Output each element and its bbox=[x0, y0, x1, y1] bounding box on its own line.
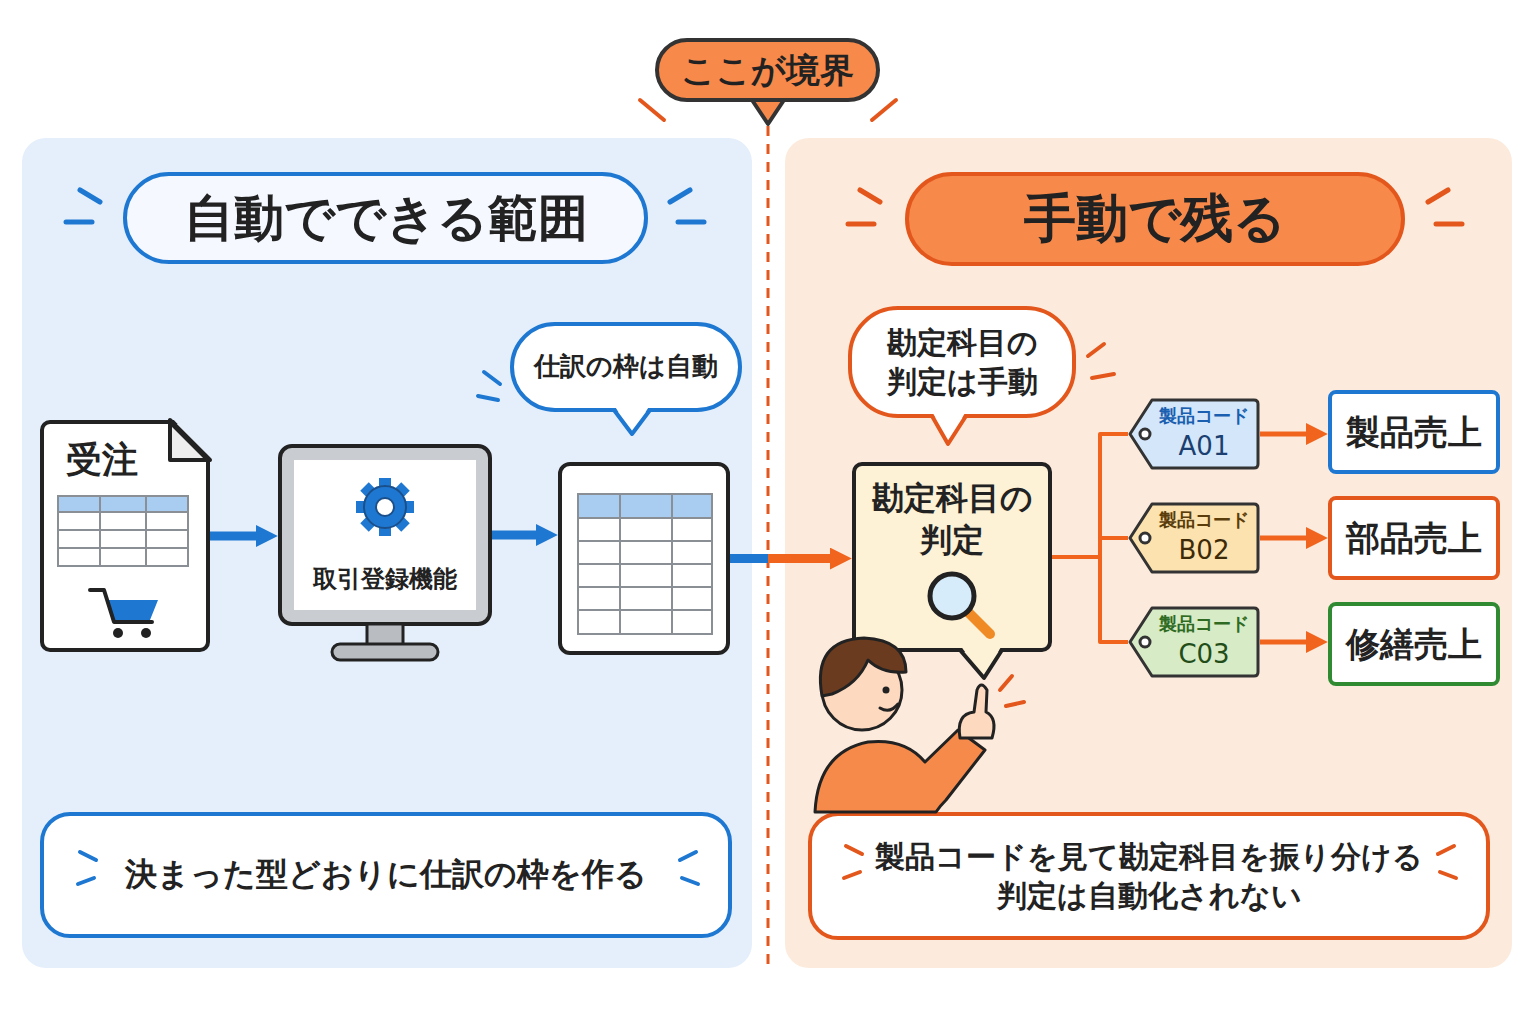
judgement-box: 勘定科目の 判定勘定科目の 判定は手動 bbox=[852, 462, 1052, 652]
judgement-title: 勘定科目の 判定 bbox=[867, 472, 1037, 568]
boundary-line bbox=[767, 126, 770, 972]
tag-tail bbox=[752, 100, 784, 124]
tag-hole bbox=[1140, 533, 1150, 543]
tag-code: B02 bbox=[1154, 534, 1254, 568]
tag-hole bbox=[1140, 637, 1150, 647]
account-box: 修繕売上 bbox=[1328, 602, 1500, 686]
note-text: 製品コードを見て勘定科目を振り分ける 判定は自動化されない bbox=[812, 816, 1486, 936]
boundary-tag: ここが境界 bbox=[655, 38, 880, 102]
code-tag: 製品コードC03 bbox=[1128, 606, 1260, 678]
code-tag: 製品コードA01 bbox=[1128, 398, 1260, 470]
code-tag: 製品コードB02 bbox=[1128, 502, 1260, 574]
tag-body bbox=[1130, 400, 1258, 468]
tag-caption: 製品コード bbox=[1154, 611, 1254, 637]
document-title: 受注 bbox=[52, 432, 152, 488]
summary-note: 決まった型どおりに仕訳の枠を作る bbox=[40, 812, 732, 938]
burst-line bbox=[872, 100, 896, 120]
account-box: 製品売上 bbox=[1328, 390, 1500, 474]
account-name: 修繕売上 bbox=[1332, 606, 1496, 682]
tag-code: A01 bbox=[1154, 430, 1254, 464]
panel-heading: 手動で残る bbox=[905, 172, 1405, 266]
tag-caption: 製品コード bbox=[1154, 403, 1254, 429]
tag-hole bbox=[1140, 429, 1150, 439]
manual-panel: 手動で残る勘定科目の 判定勘定科目の 判定は手動製品コードA01製品売上製品コー… bbox=[785, 138, 1512, 968]
summary-note: 製品コードを見て勘定科目を振り分ける 判定は自動化されない bbox=[808, 812, 1490, 940]
speech-bubble: 仕訳の枠は自動 bbox=[510, 322, 742, 412]
account-name: 製品売上 bbox=[1332, 394, 1496, 470]
account-name: 部品売上 bbox=[1332, 500, 1496, 576]
burst-lines bbox=[640, 100, 896, 120]
order-document: 受注 bbox=[40, 420, 210, 652]
auto-panel: 自動でできる範囲受注取引登録機能 仕訳の枠は自動決まった型どおりに仕訳の枠を作る bbox=[22, 138, 752, 968]
panel-heading: 自動でできる範囲 bbox=[123, 172, 648, 264]
burst-line bbox=[640, 100, 664, 120]
note-text: 決まった型どおりに仕訳の枠を作る bbox=[44, 816, 728, 934]
system-monitor: 取引登録機能 bbox=[278, 444, 492, 626]
tag-code: C03 bbox=[1154, 638, 1254, 672]
system-label: 取引登録機能 bbox=[292, 560, 478, 600]
tag-body bbox=[1130, 608, 1258, 676]
tag-caption: 製品コード bbox=[1154, 507, 1254, 533]
speech-bubble: 勘定科目の 判定は手動 bbox=[848, 306, 1076, 418]
journal-table-box: 仕訳の枠は自動 bbox=[558, 462, 730, 655]
tag-body bbox=[1130, 504, 1258, 572]
account-box: 部品売上 bbox=[1328, 496, 1500, 580]
